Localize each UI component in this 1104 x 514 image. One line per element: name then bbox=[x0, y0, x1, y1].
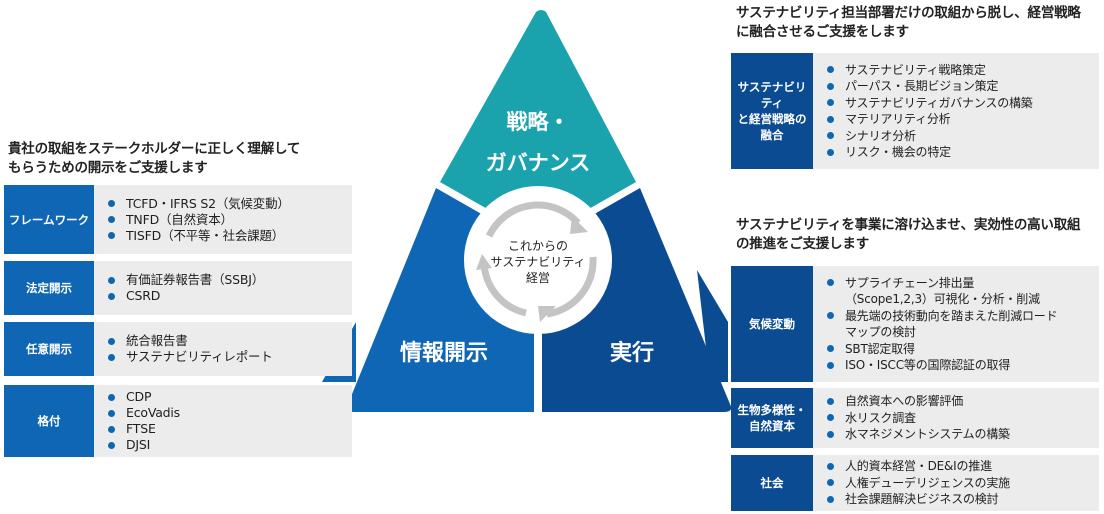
right-bottom-intro: サステナビリティを事業に溶け込ませ、実効性の高い取組 の推進をご支援します bbox=[736, 216, 1081, 254]
strategy-governance-segment bbox=[440, 10, 636, 238]
right-bottom-intro-line-2: の推進をご支援します bbox=[736, 236, 869, 252]
list-item: 水リスク調査 bbox=[825, 410, 1091, 427]
list-item: サステナビリティ戦略策定 bbox=[825, 62, 1091, 79]
category-voluntary: 任意開示 bbox=[4, 322, 94, 376]
category-statutory: 法定開示 bbox=[4, 261, 94, 315]
list-item: CSRD bbox=[106, 288, 344, 304]
category-line: 自然資本 bbox=[749, 419, 795, 433]
list-item: 自然資本への影響評価 bbox=[825, 393, 1091, 410]
left-segment-label: 情報開示 bbox=[400, 340, 488, 366]
list-item: EcoVadis bbox=[106, 405, 344, 421]
left-row-framework: フレームワーク TCFD・IFRS S2（気候変動） TNFD（自然資本） TI… bbox=[4, 185, 352, 254]
list-item: TISFD（不平等・社会課題） bbox=[106, 228, 344, 244]
strategy-integration-items: サステナビリティ戦略策定 パーパス・長期ビジョン策定 サステナビリティガバナンス… bbox=[813, 53, 1099, 169]
list-item-continuation: マップの検討 bbox=[845, 325, 916, 339]
left-row-statutory: 法定開示 有価証券報告書（SSBJ） CSRD bbox=[4, 261, 352, 315]
left-intro-line-2: もらうための開示をご支援します bbox=[8, 160, 208, 176]
list-item: サステナビリティガバナンスの構築 bbox=[825, 95, 1091, 112]
list-item: 人権デューデリジェンスの実施 bbox=[825, 475, 1091, 492]
list-item: リスク・機会の特定 bbox=[825, 144, 1091, 161]
category-line: と経営戦略の bbox=[737, 112, 807, 126]
category-biodiversity: 生物多様性・ 自然資本 bbox=[731, 388, 813, 448]
category-line: 融合 bbox=[760, 128, 784, 142]
right-top-intro-line-1: サステナビリティ担当部署だけの取組から脱し、経営戦略 bbox=[736, 5, 1081, 21]
top-segment-label-1: 戦略・ bbox=[507, 110, 570, 134]
category-rating: 格付 bbox=[4, 385, 94, 457]
list-item: 人的資本経営・DE&Iの推進 bbox=[825, 458, 1091, 475]
left-panel-intro: 貴社の取組をステークホルダーに正しく理解して もらうための開示をご支援します bbox=[8, 140, 300, 178]
list-item: DJSI bbox=[106, 437, 344, 453]
list-item: ISO・ISCC等の国際認証の取得 bbox=[825, 357, 1091, 374]
statutory-items: 有価証券報告書（SSBJ） CSRD bbox=[94, 261, 352, 315]
cycle-arrows-icon bbox=[480, 201, 597, 318]
right-bottom-intro-line-1: サステナビリティを事業に溶け込ませ、実効性の高い取組 bbox=[736, 217, 1081, 233]
list-item: サプライチェーン排出量 bbox=[825, 275, 1091, 292]
list-item: 統合報告書 bbox=[106, 333, 344, 349]
right-row-strategy-integration: サステナビリティ と経営戦略の 融合 サステナビリティ戦略策定 パーパス・長期ビ… bbox=[731, 53, 1099, 169]
center-text-line-3: 経営 bbox=[526, 271, 550, 285]
left-row-voluntary: 任意開示 統合報告書 サステナビリティレポート bbox=[4, 322, 352, 376]
list-item: FTSE bbox=[106, 421, 344, 437]
left-row-rating: 格付 CDP EcoVadis FTSE DJSI bbox=[4, 385, 352, 457]
cycle-arrowheads bbox=[476, 216, 588, 322]
top-segment-label-2: ガバナンス bbox=[486, 151, 591, 175]
category-line: サステナビリティ bbox=[737, 80, 807, 110]
list-item: CDP bbox=[106, 389, 344, 405]
right-top-intro-line-2: に融合させるご支援をします bbox=[736, 24, 909, 40]
category-line: 生物多様性・ bbox=[737, 403, 807, 417]
list-item: TNFD（自然資本） bbox=[106, 212, 344, 228]
category-strategy-integration: サステナビリティ と経営戦略の 融合 bbox=[731, 53, 813, 169]
center-text-line-1: これからの bbox=[508, 239, 568, 253]
list-item: パーパス・長期ビジョン策定 bbox=[825, 78, 1091, 95]
rating-items: CDP EcoVadis FTSE DJSI bbox=[94, 385, 352, 457]
list-item: シナリオ分析 bbox=[825, 128, 1091, 145]
list-item: 社会課題解決ビジネスの検討 bbox=[825, 491, 1091, 508]
biodiversity-items: 自然資本への影響評価 水リスク調査 水マネジメントシステムの構築 bbox=[813, 388, 1099, 448]
list-item: サステナビリティレポート bbox=[106, 349, 344, 365]
left-intro-line-1: 貴社の取組をステークホルダーに正しく理解して bbox=[8, 141, 301, 157]
right-row-society: 社会 人的資本経営・DE&Iの推進 人権デューデリジェンスの実施 社会課題解決ビ… bbox=[731, 455, 1099, 511]
list-item: TCFD・IFRS S2（気候変動） bbox=[106, 196, 344, 212]
right-connector-wedge bbox=[697, 270, 728, 382]
right-segment-label: 実行 bbox=[610, 340, 654, 366]
climate-items: サプライチェーン排出量 （Scope1,2,3）可視化・分析・削減 最先端の技術… bbox=[813, 266, 1099, 382]
list-item: 有価証券報告書（SSBJ） bbox=[106, 272, 344, 288]
category-framework: フレームワーク bbox=[4, 185, 94, 254]
list-item: 水マネジメントシステムの構築 bbox=[825, 426, 1091, 443]
framework-items: TCFD・IFRS S2（気候変動） TNFD（自然資本） TISFD（不平等・… bbox=[94, 185, 352, 254]
right-row-climate: 気候変動 サプライチェーン排出量 （Scope1,2,3）可視化・分析・削減 最… bbox=[731, 266, 1099, 382]
list-item: SBT認定取得 bbox=[825, 341, 1091, 358]
list-item: マテリアリティ分析 bbox=[825, 111, 1091, 128]
category-climate: 気候変動 bbox=[731, 266, 813, 382]
center-text-line-2: サステナビリティ bbox=[490, 255, 585, 269]
list-item: 最先端の技術動向を踏まえた削減ロード bbox=[825, 308, 1091, 325]
voluntary-items: 統合報告書 サステナビリティレポート bbox=[94, 322, 352, 376]
category-society: 社会 bbox=[731, 455, 813, 511]
society-items: 人的資本経営・DE&Iの推進 人権デューデリジェンスの実施 社会課題解決ビジネス… bbox=[813, 455, 1099, 511]
list-item-continuation: （Scope1,2,3）可視化・分析・削減 bbox=[845, 292, 1040, 306]
right-top-intro: サステナビリティ担当部署だけの取組から脱し、経営戦略 に融合させるご支援をします bbox=[736, 4, 1081, 42]
right-row-biodiversity: 生物多様性・ 自然資本 自然資本への影響評価 水リスク調査 水マネジメントシステ… bbox=[731, 388, 1099, 448]
